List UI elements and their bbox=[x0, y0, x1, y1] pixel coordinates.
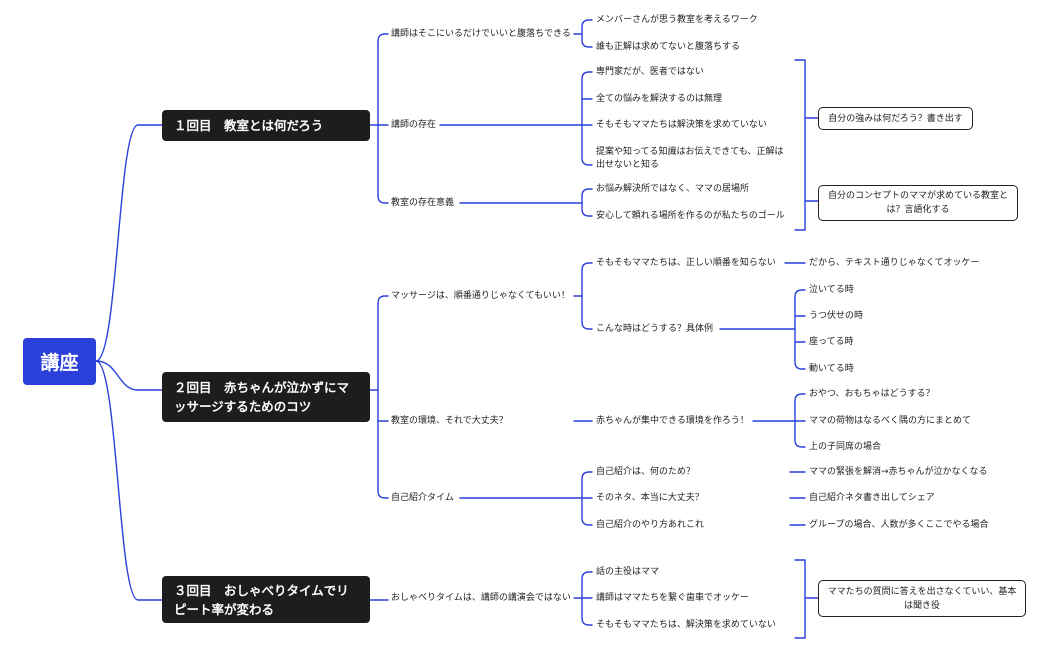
session-1-node[interactable]: １回目 教室とは何だろう bbox=[162, 110, 370, 141]
root-node[interactable]: 講座 bbox=[23, 338, 96, 385]
s2-t1-a-note[interactable]: だから、テキスト通りじゃなくてオッケー bbox=[809, 258, 980, 268]
s1-topic-2[interactable]: 講師の存在 bbox=[391, 120, 437, 130]
s1-t2-item-1[interactable]: 専門家だが、医者ではない bbox=[596, 67, 704, 77]
s2-t3-item-3[interactable]: 自己紹介のやり方あれこれ bbox=[596, 520, 705, 530]
s1-topic-3[interactable]: 教室の存在意義 bbox=[391, 198, 455, 208]
s2-t1-b[interactable]: こんな時はどうする？具体例 bbox=[596, 324, 714, 334]
s1-summary-box-1[interactable]: 自分の強みは何だろう？書き出す bbox=[818, 107, 973, 130]
s2-t1-b-item-4[interactable]: 動いてる時 bbox=[809, 364, 854, 374]
s1-topic-1[interactable]: 講師はそこにいるだけでいいと腹落ちできる bbox=[391, 29, 571, 39]
s2-t3-note-1[interactable]: ママの緊張を解消→赤ちゃんが泣かなくなる bbox=[809, 467, 988, 477]
s2-t2-a[interactable]: 赤ちゃんが集中できる環境を作ろう！ bbox=[596, 416, 749, 426]
s2-topic-3[interactable]: 自己紹介タイム bbox=[391, 493, 454, 503]
s3-summary-box[interactable]: ママたちの質問に答えを出さなくていい、基本は聞き役 bbox=[818, 580, 1026, 617]
session-3-node[interactable]: ３回目 おしゃべりタイムでリピート率が変わる bbox=[162, 576, 370, 623]
s1-t3-item-1[interactable]: お悩み解決所ではなく、ママの居場所 bbox=[596, 184, 750, 194]
s2-t1-a[interactable]: そもそもママたちは、正しい順番を知らない bbox=[596, 258, 776, 268]
s1-t2-item-4[interactable]: 提案や知ってる知識はお伝えできても、正解は出せないと知る bbox=[596, 147, 784, 170]
s2-t1-b-item-2[interactable]: うつ伏せの時 bbox=[809, 311, 864, 321]
s2-t1-b-item-3[interactable]: 座ってる時 bbox=[809, 337, 854, 347]
s3-t1-item-1[interactable]: 話の主役はママ bbox=[596, 567, 660, 577]
s3-topic-1[interactable]: おしゃべりタイムは、講師の講演会ではない bbox=[391, 593, 571, 603]
s3-t1-item-2[interactable]: 講師はママたちを繋ぐ歯車でオッケー bbox=[596, 593, 750, 603]
s2-t3-note-2[interactable]: 自己紹介ネタ書き出してシェア bbox=[809, 493, 935, 503]
s1-t3-item-2[interactable]: 安心して頼れる場所を作るのが私たちのゴール bbox=[596, 211, 785, 221]
s2-topic-1[interactable]: マッサージは、順番通りじゃなくてもいい！ bbox=[391, 291, 570, 301]
s1-t2-item-3[interactable]: そもそもママたちは解決策を求めていない bbox=[596, 120, 767, 130]
session-2-node[interactable]: ２回目 赤ちゃんが泣かずにマッサージするためのコツ bbox=[162, 372, 370, 422]
s1-t1-item-2[interactable]: 誰も正解は求めてないと腹落ちする bbox=[596, 42, 741, 52]
s2-t2-a-item-3[interactable]: 上の子同席の場合 bbox=[809, 442, 882, 452]
s1-summary-box-2[interactable]: 自分のコンセプトのママが求めている教室とは？言語化する bbox=[818, 185, 1018, 221]
s2-t2-a-item-2[interactable]: ママの荷物はなるべく隅の方にまとめて bbox=[809, 416, 972, 426]
s2-t1-b-item-1[interactable]: 泣いてる時 bbox=[809, 285, 854, 295]
s2-topic-2[interactable]: 教室の環境、それで大丈夫？ bbox=[391, 416, 508, 426]
s1-t2-item-2[interactable]: 全ての悩みを解決するのは無理 bbox=[596, 94, 723, 104]
s3-t1-item-3[interactable]: そもそもママたちは、解決策を求めていない bbox=[596, 620, 776, 630]
s2-t3-item-1[interactable]: 自己紹介は、何のため？ bbox=[596, 467, 696, 477]
s2-t2-a-item-1[interactable]: おやつ、おもちゃはどうする？ bbox=[809, 389, 935, 399]
s2-t3-note-3[interactable]: グループの場合、人数が多くここでやる場合 bbox=[809, 520, 989, 530]
s1-t1-item-1[interactable]: メンバーさんが思う教室を考えるワーク bbox=[596, 15, 758, 25]
s2-t3-item-2[interactable]: そのネタ、本当に大丈夫？ bbox=[596, 493, 704, 503]
